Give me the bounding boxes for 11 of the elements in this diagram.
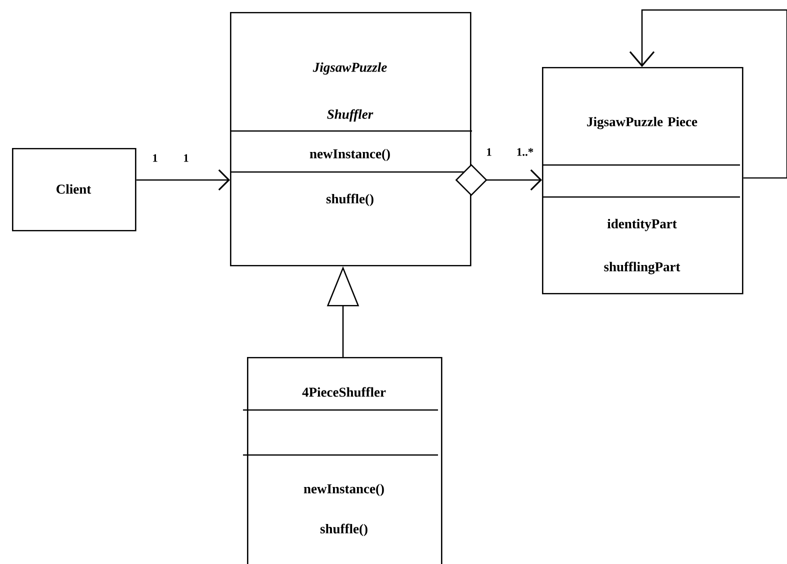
operation-text: newInstance() [310, 148, 390, 162]
self-association-arrow [629, 9, 787, 179]
association-arrow [136, 169, 230, 191]
operation-text: shuffle() [326, 194, 374, 206]
multiplicity-label: 1 [487, 148, 492, 156]
class-name: Client [56, 184, 92, 194]
multiplicity-label: 1 [184, 154, 188, 162]
class-name: JigsawPuzzle Piece [587, 116, 698, 130]
attribute-text: shufflingPart [604, 262, 680, 274]
multiplicity-label: 1 [153, 154, 158, 162]
attribute-text: identityPart [607, 218, 677, 232]
